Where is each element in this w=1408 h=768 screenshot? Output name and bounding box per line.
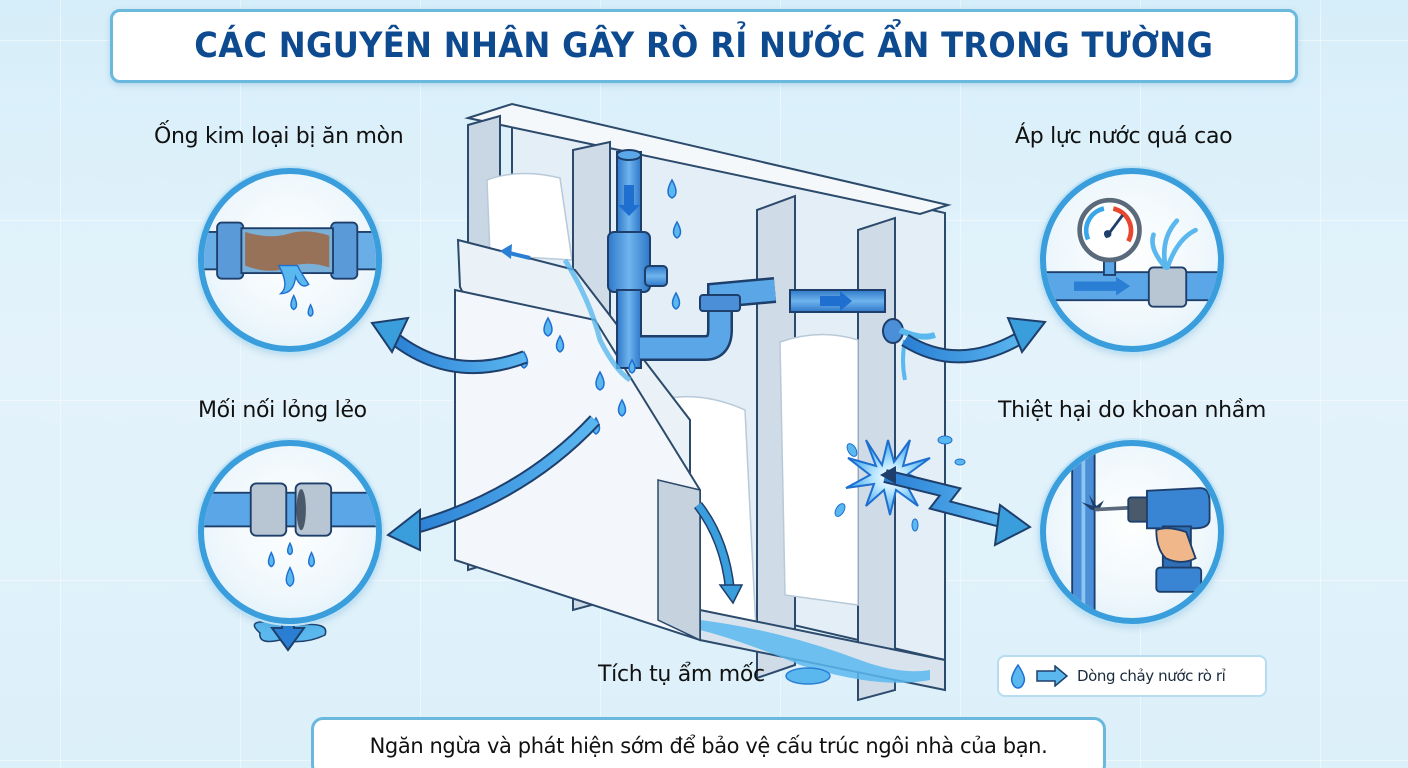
legend: Dòng chảy nước rò rỉ xyxy=(997,655,1267,697)
cause-label-drilling: Thiệt hại do khoan nhầm xyxy=(998,398,1267,423)
pressure-gauge-icon xyxy=(1046,197,1218,308)
drill-icon xyxy=(1071,446,1211,618)
footer-banner: Ngăn ngừa và phát hiện sớm để bảo vệ cấu… xyxy=(311,717,1106,768)
title-banner: CÁC NGUYÊN NHÂN GÂY RÒ RỈ NƯỚC ẨN TRONG … xyxy=(110,9,1298,83)
cause-label-corrosion: Ống kim loại bị ăn mòn xyxy=(154,124,404,149)
page-title: CÁC NGUYÊN NHÂN GÂY RÒ RỈ NƯỚC ẨN TRONG … xyxy=(194,26,1214,66)
water-drop-icon xyxy=(1010,663,1026,689)
loose-joint-circle xyxy=(198,440,382,624)
corroded-pipe-icon xyxy=(204,221,376,317)
center-caption-mold: Tích tụ ẩm mốc xyxy=(598,662,765,687)
footer-message: Ngăn ngừa và phát hiện sớm để bảo vệ cấu… xyxy=(369,734,1048,758)
legend-label: Dòng chảy nước rò rỉ xyxy=(1077,667,1226,685)
drilling-circle xyxy=(1040,440,1224,624)
loose-joint-icon xyxy=(204,482,376,588)
cause-label-pressure: Áp lực nước quá cao xyxy=(1015,124,1233,149)
arrow-right-icon xyxy=(1036,665,1069,687)
cause-label-loose-joint: Mối nối lỏng lẻo xyxy=(198,398,367,423)
corroded-pipe-circle xyxy=(198,168,382,352)
pressure-circle xyxy=(1040,168,1224,352)
flow-arrows xyxy=(253,316,1047,652)
